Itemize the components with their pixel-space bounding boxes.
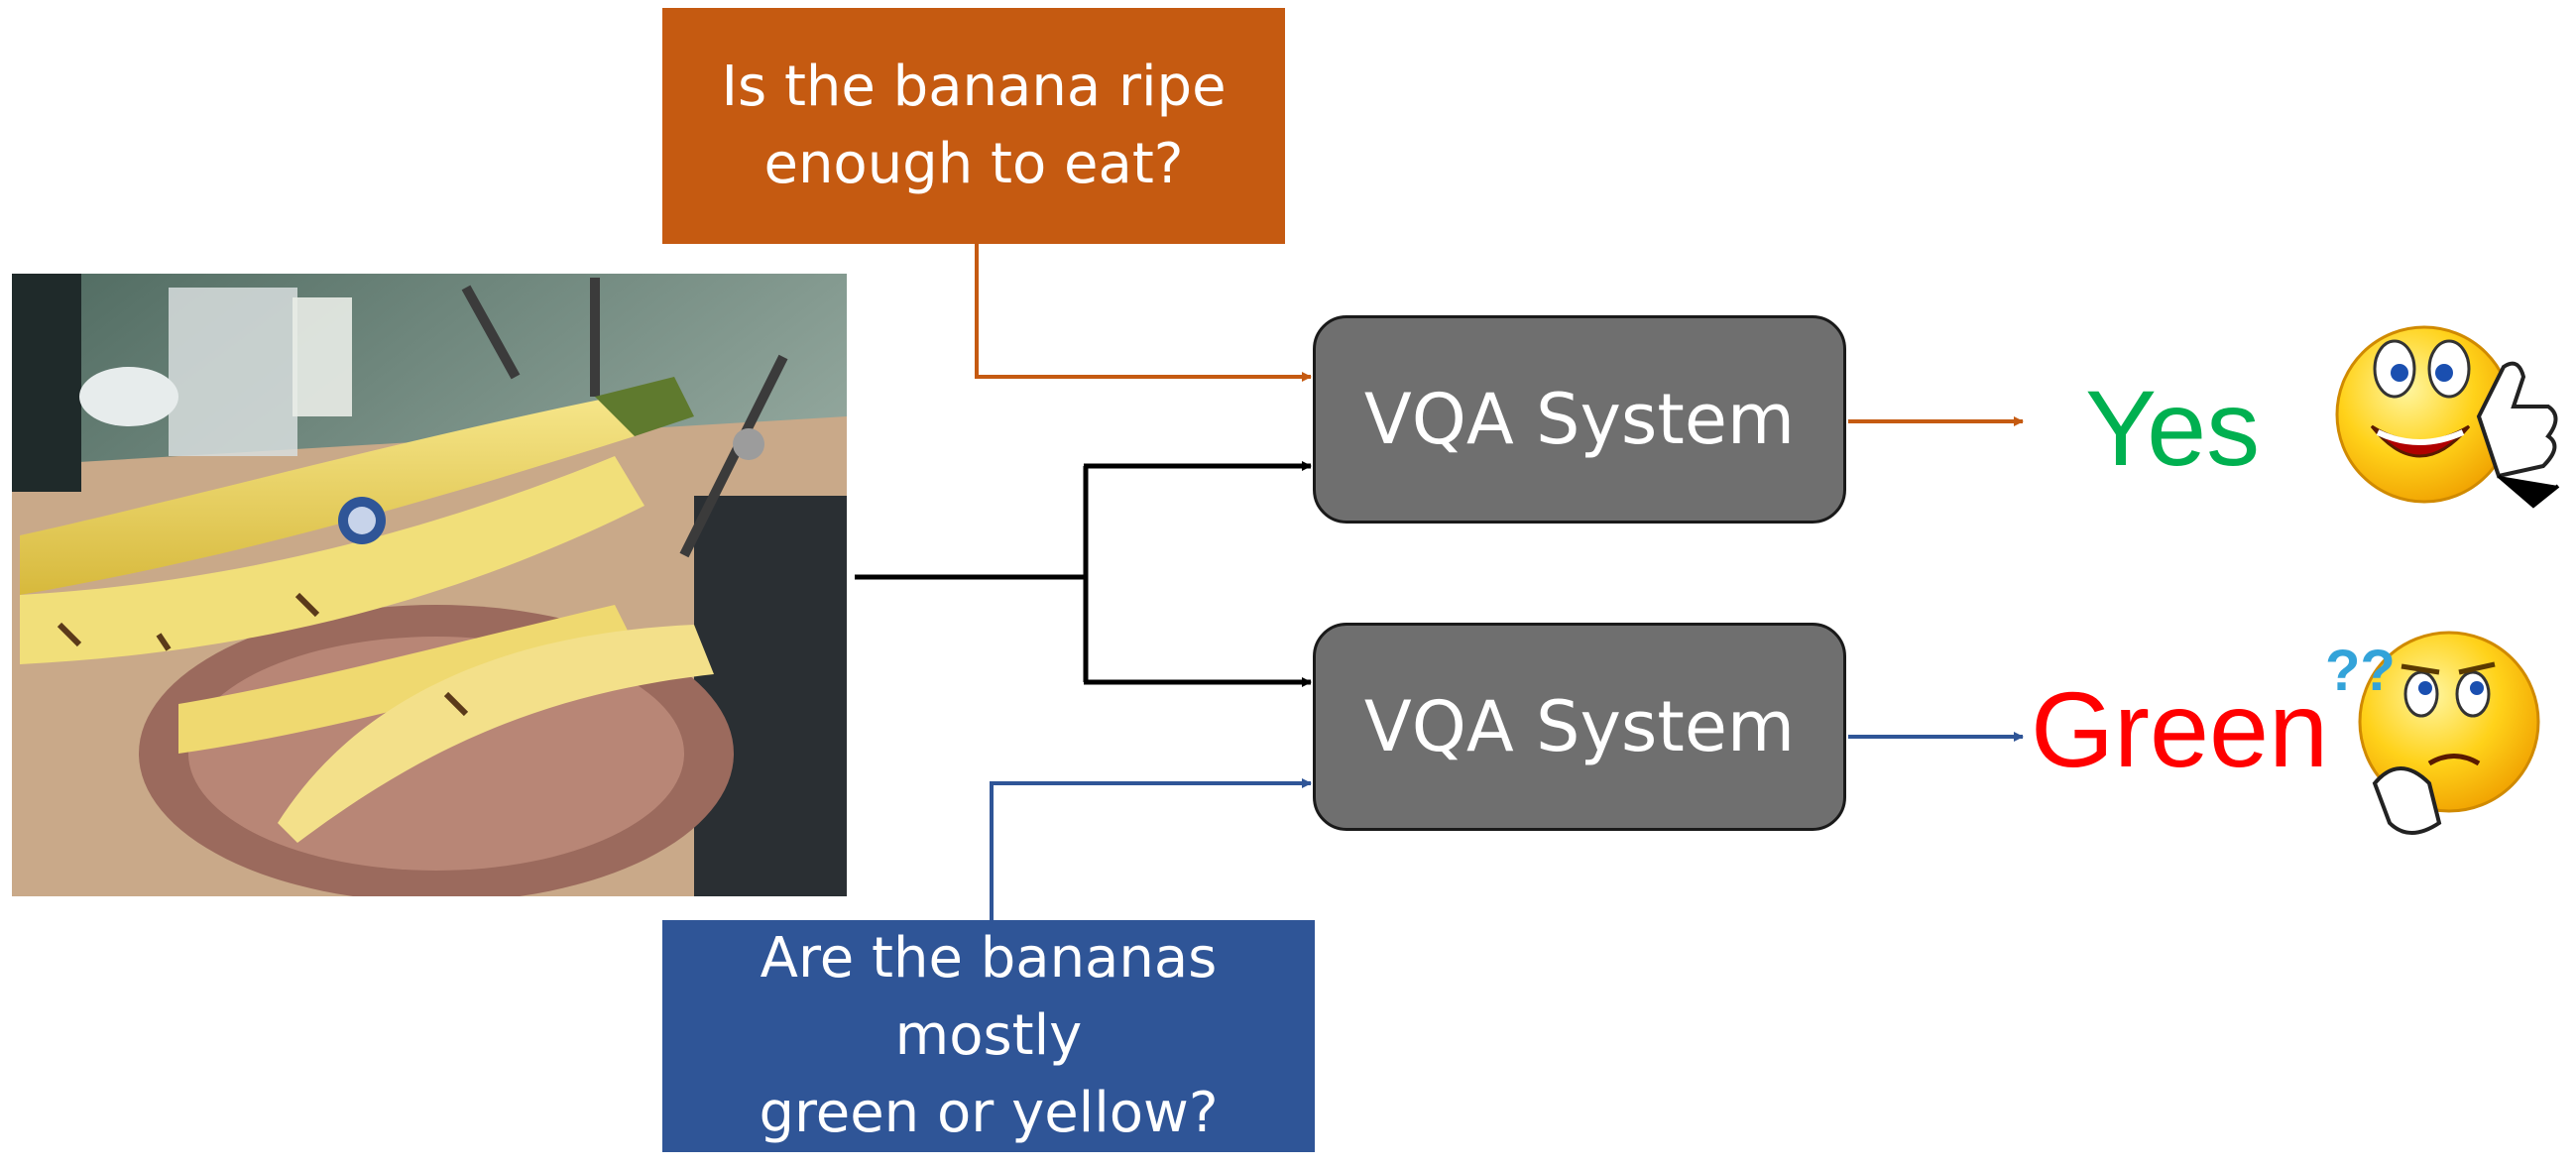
- image-connector: [855, 466, 1089, 682]
- smiley-thumbs-up-icon: [2335, 325, 2560, 509]
- answer-2: Green: [2031, 669, 2329, 789]
- vqa-system-2-box: VQA System: [1313, 623, 1846, 831]
- smiley-thinking-icon: ??: [2325, 631, 2540, 835]
- vqa-system-2-label: VQA System: [1363, 686, 1796, 767]
- vqa-system-1-label: VQA System: [1363, 379, 1796, 460]
- answer-1: Yes: [2085, 368, 2261, 488]
- question-1-text: Is the banana ripe enough to eat?: [721, 55, 1227, 196]
- question-1-connector: [975, 244, 1312, 382]
- bananas-photo: [12, 274, 847, 896]
- question-marks: ??: [2325, 639, 2396, 703]
- question-1-box: Is the banana ripe enough to eat?: [662, 8, 1285, 244]
- question-2-text: Are the bananas mostly green or yellow?: [759, 926, 1219, 1145]
- vqa-system-1-box: VQA System: [1313, 315, 1846, 524]
- question-2-box: Are the bananas mostly green or yellow?: [662, 920, 1315, 1152]
- question-2-connector: [990, 778, 1312, 920]
